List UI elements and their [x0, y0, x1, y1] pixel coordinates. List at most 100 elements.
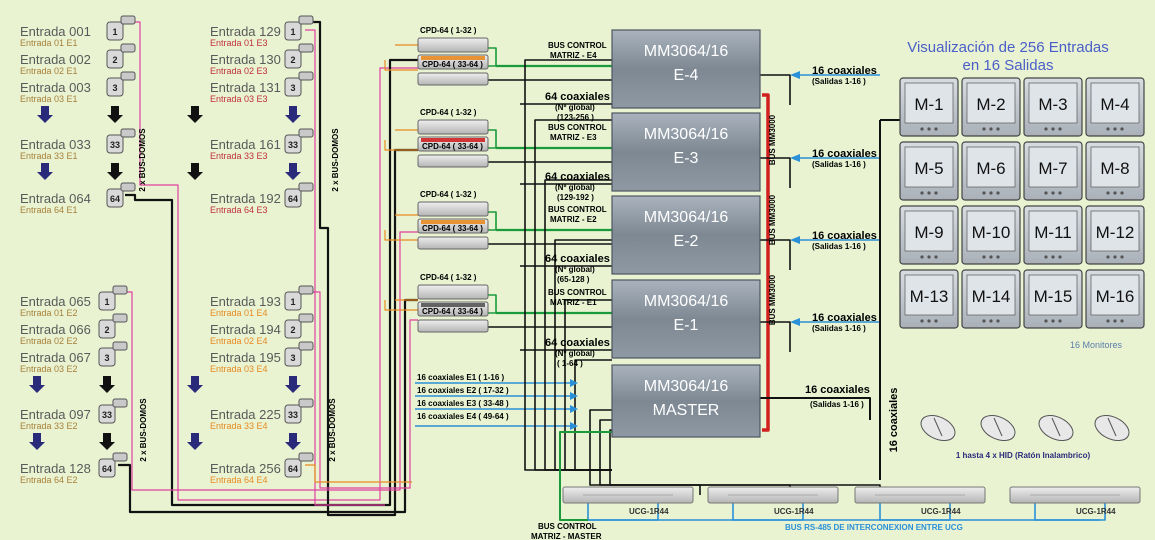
input-sub: Entrada 02 E3 — [210, 66, 268, 76]
master-input-label: 16 coaxiales E1 ( 1-16 ) — [417, 373, 505, 382]
cpd-label: CPD-64 ( 33-64 ) — [422, 60, 483, 69]
rs485-label: BUS RS-485 DE INTERCONEXION ENTRE UCG — [785, 523, 963, 532]
monitor-screen — [966, 274, 1016, 316]
camera-icon — [98, 291, 116, 311]
camera-number: 3 — [112, 83, 117, 93]
control-bus-bracket — [488, 47, 497, 67]
bus-control-label: MATRIZ - E1 — [550, 298, 597, 307]
cpd-accent — [421, 56, 485, 60]
monitor-screen — [904, 146, 954, 188]
monitor-button — [1120, 319, 1124, 323]
matrix-unit — [611, 29, 761, 109]
monitor-button — [1120, 255, 1124, 259]
camera-number: 64 — [110, 194, 120, 204]
camera-icon — [284, 188, 302, 208]
monitor-label: M-11 — [1034, 223, 1071, 242]
input-sub: Entrada 03 E2 — [20, 364, 78, 374]
down-arrow-icon — [285, 106, 301, 123]
input-sub: Entrada 01 E4 — [210, 308, 268, 318]
matrix-unit — [611, 195, 761, 275]
monitor-button — [996, 255, 1000, 259]
input-sub: Entrada 64 E4 — [210, 475, 268, 485]
camera-mount-icon — [120, 43, 136, 53]
coax-label: 64 coaxiales — [545, 91, 610, 103]
coax-label: 64 coaxiales — [545, 253, 610, 265]
monitor-button — [982, 255, 986, 259]
control-bus-bracket — [488, 129, 497, 149]
input-name: Entrada 225 — [210, 407, 281, 422]
monitor-button — [927, 191, 931, 195]
monitor-screen — [1090, 146, 1140, 188]
monitor-button — [927, 127, 931, 131]
input-sub: Entrada 01 E2 — [20, 308, 78, 318]
cable — [118, 231, 418, 491]
input-sub: Entrada 01 E1 — [20, 38, 78, 48]
matrix-unit — [611, 112, 761, 192]
monitor-label: M-5 — [914, 159, 943, 178]
input-name: Entrada 193 — [210, 294, 281, 309]
monitor-label: M-12 — [1096, 223, 1135, 242]
down-arrow-icon — [187, 106, 203, 123]
cable — [384, 60, 418, 71]
input-name: Entrada 065 — [20, 294, 91, 309]
camera-icon — [284, 347, 302, 367]
monitor-button — [989, 255, 993, 259]
bus-master-label: MATRIZ - MASTER — [531, 532, 602, 540]
cpd-unit-base — [417, 154, 489, 168]
bus-control-label: BUS CONTROL — [548, 123, 607, 132]
monitor-button — [996, 191, 1000, 195]
monitor-button — [1113, 191, 1117, 195]
monitor-label: M-4 — [1100, 95, 1129, 114]
arrow-left-icon — [790, 236, 800, 244]
input-sub: Entrada 64 E3 — [210, 205, 268, 215]
monitor-button — [920, 255, 924, 259]
camera-icon — [106, 49, 124, 69]
coax-right-label: (Salidas 1-16 ) — [810, 400, 864, 409]
camera-icon — [284, 458, 302, 478]
input-sub: Entrada 64 E1 — [20, 205, 78, 215]
input-name: Entrada 192 — [210, 191, 281, 206]
camera-number: 1 — [112, 27, 117, 37]
master-input-label: 16 coaxiales E4 ( 49-64 ) — [417, 412, 509, 421]
matrix-unit — [611, 279, 761, 359]
coax-label: 64 coaxiales — [545, 337, 610, 349]
matrix-id: E-2 — [674, 233, 699, 250]
cable — [305, 291, 418, 489]
input-name: Entrada 256 — [210, 461, 281, 476]
input-sub: Entrada 33 E3 — [210, 151, 268, 161]
monitor-button — [1120, 191, 1124, 195]
bus-control-label: MATRIZ - E3 — [550, 133, 597, 142]
monitor-label: M-10 — [972, 223, 1011, 242]
monitor-button — [1120, 127, 1124, 131]
down-arrow-icon — [107, 106, 123, 123]
down-arrow-icon — [285, 376, 301, 393]
bus-master-label: BUS CONTROL — [538, 522, 597, 531]
monitor-button — [1113, 127, 1117, 131]
input-name: Entrada 131 — [210, 80, 281, 95]
monitor-button — [996, 127, 1000, 131]
matrix-model: MM3064/16 — [644, 293, 729, 310]
coax-right-label: (Salidas 1-16 ) — [812, 77, 866, 86]
input-sub: Entrada 01 E3 — [210, 38, 268, 48]
down-arrow-icon — [187, 376, 203, 393]
input-name: Entrada 001 — [20, 24, 91, 39]
camera-mount-icon — [112, 285, 128, 295]
mouse-divider — [933, 417, 943, 437]
arrow-right-icon — [570, 392, 578, 400]
bus-control-label: MATRIZ - E2 — [550, 215, 597, 224]
monitor-button — [1106, 191, 1110, 195]
monitors-caption: 16 Monitores — [1070, 340, 1123, 350]
input-name: Entrada 033 — [20, 137, 91, 152]
camera-number: 2 — [290, 325, 295, 335]
camera-mount-icon — [120, 128, 136, 138]
camera-mount-icon — [298, 128, 314, 138]
down-arrow-icon — [285, 433, 301, 450]
cpd-unit — [417, 37, 489, 53]
camera-mount-icon — [120, 15, 136, 25]
monitor-button — [982, 319, 986, 323]
input-sub: Entrada 64 E2 — [20, 475, 78, 485]
monitor-button — [934, 191, 938, 195]
coax-right-label: 16 coaxiales — [812, 312, 877, 324]
input-name: Entrada 195 — [210, 350, 281, 365]
